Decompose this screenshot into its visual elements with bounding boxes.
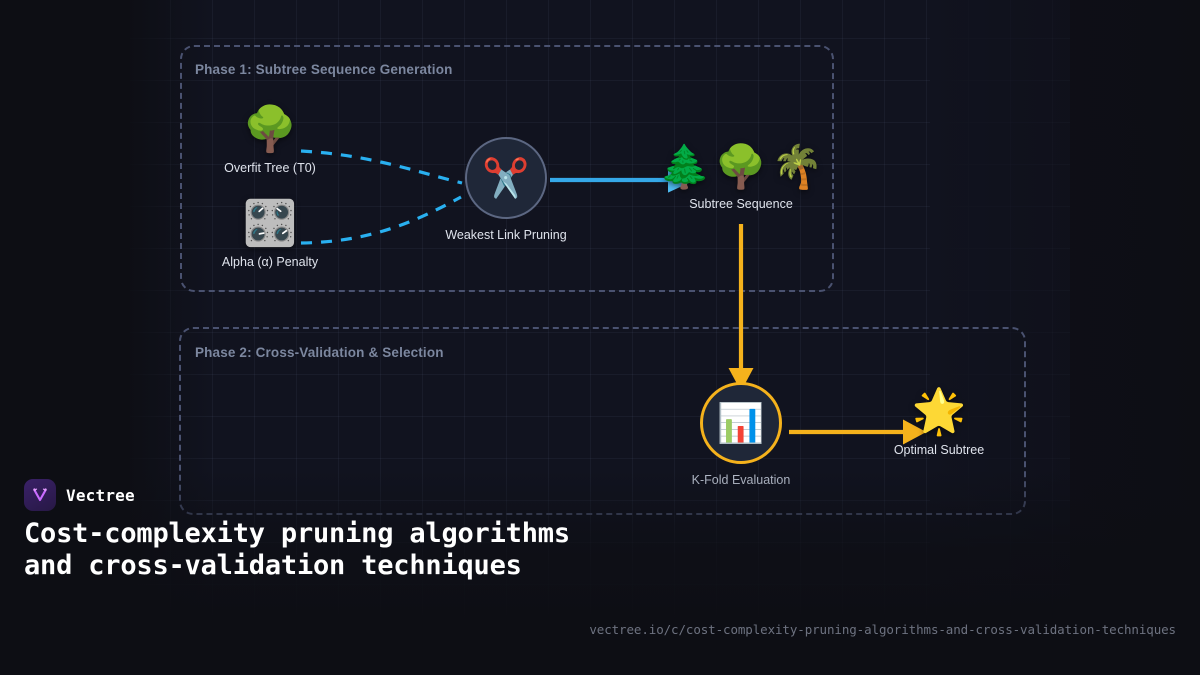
palm-tree-icon: 🌴 <box>771 142 824 191</box>
kfold-circle: 📊 <box>700 382 782 464</box>
weakest-link-circle: ✂️ <box>465 137 547 219</box>
node-subtree-sequence[interactable]: 🌲 🌳 🌴 Subtree Sequence <box>659 146 824 212</box>
node-kfold-evaluation[interactable]: 📊 K-Fold Evaluation <box>692 382 790 487</box>
vectree-branch-logo-icon <box>24 479 56 511</box>
glowing-star-icon: 🌟 <box>911 386 967 437</box>
evergreen-tree-icon: 🌲 <box>658 142 711 191</box>
node-alpha-penalty[interactable]: 🎛️ Alpha (α) Penalty <box>221 198 319 270</box>
phase-2-title: Phase 2: Cross-Validation & Selection <box>195 345 444 360</box>
bar-chart-icon: 📊 <box>717 401 765 445</box>
node-weakest-link-pruning[interactable]: ✂️ Weakest Link Pruning <box>445 137 567 242</box>
node-alpha-penalty-label: Alpha (α) Penalty <box>221 255 319 269</box>
phase-1-title: Phase 1: Subtree Sequence Generation <box>195 62 453 77</box>
deciduous-tree-icon: 🌳 <box>242 104 298 155</box>
brand-row[interactable]: Vectree <box>24 479 135 511</box>
scissors-icon: ✂️ <box>482 156 530 200</box>
node-optimal-subtree-label: Optimal Subtree <box>893 443 985 457</box>
control-knobs-icon: 🎛️ <box>242 198 298 249</box>
brand-name: Vectree <box>66 485 135 505</box>
node-kfold-label: K-Fold Evaluation <box>691 473 791 487</box>
deciduous-tree-icon: 🌳 <box>714 142 768 191</box>
footer-url: vectree.io/c/cost-complexity-pruning-alg… <box>589 622 1176 637</box>
node-weakest-link-label: Weakest Link Pruning <box>445 228 567 242</box>
phase-1-frame <box>180 45 834 292</box>
page-title: Cost-complexity pruning algorithms and c… <box>24 518 570 581</box>
node-overfit-tree-label: Overfit Tree (T0) <box>224 161 316 175</box>
node-subtree-sequence-label: Subtree Sequence <box>689 197 793 211</box>
node-overfit-tree[interactable]: 🌳 Overfit Tree (T0) <box>222 104 318 176</box>
tree-sequence-icon-group: 🌲 🌳 🌴 <box>659 146 824 188</box>
node-optimal-subtree[interactable]: 🌟 Optimal Subtree <box>891 386 987 458</box>
